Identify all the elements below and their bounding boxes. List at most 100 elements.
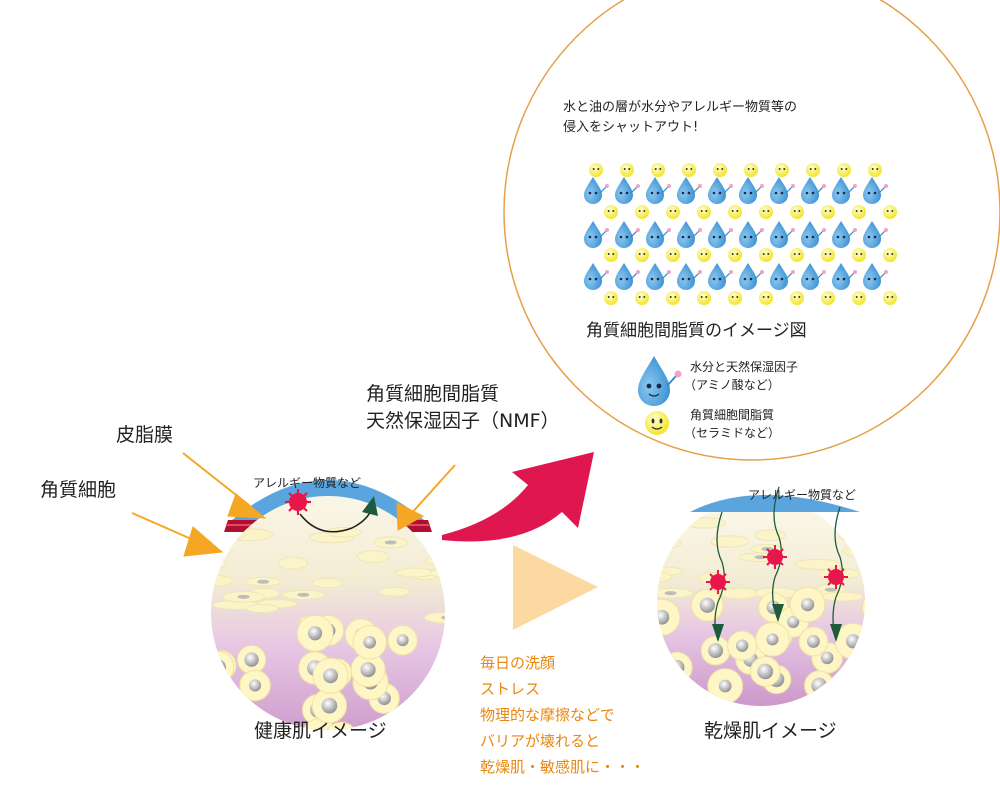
cause-line-4: バリアが壊れると [480,732,601,750]
water-drop-icon [677,263,702,290]
smiley-ceramide-icon [728,248,742,262]
water-drop-icon [584,221,609,248]
smiley-ceramide-icon [883,205,897,219]
legend-lipid-line2: （セラミドなど） [684,426,781,440]
water-drop-icon [646,263,671,290]
legend-lipid-line1: 角質細胞間脂質 [690,408,775,422]
smiley-ceramide-icon [790,205,804,219]
water-drop-icon [615,177,640,204]
water-drop-icon [677,221,702,248]
smiley-ceramide-icon [852,248,866,262]
water-drop-icon [615,263,640,290]
smiley-ceramide-icon [775,163,789,177]
water-drop-icon [646,177,671,204]
smiley-ceramide-icon [666,291,680,305]
cause-line-5: 乾燥肌・敏感肌に・・・ [480,758,646,776]
smiley-ceramide-icon [589,163,603,177]
smiley-ceramide-icon [883,248,897,262]
legend-water-line2: （アミノ酸など） [684,378,780,392]
allergen-particle [824,565,848,589]
smiley-ceramide-icon [790,291,804,305]
allergen-particle [763,545,787,569]
cause-text: 毎日の洗顔 ストレス 物理的な摩擦などで バリアが壊れると 乾燥肌・敏感肌に・・… [480,650,645,780]
water-drop-icon [832,221,857,248]
water-drop-icon [770,177,795,204]
smiley-ceramide-icon [635,205,649,219]
healthy-allergen-label: アレルギー物質など [253,476,362,490]
allergen-particle [706,570,730,594]
healthy-skin-illustration [211,480,445,730]
water-drop-icon [708,263,733,290]
smiley-ceramide-icon [604,291,618,305]
cause-line-2: ストレス [480,680,541,698]
smiley-ceramide-icon [759,205,773,219]
smiley-ceramide-icon [697,205,711,219]
water-drop-icon [677,177,702,204]
red-arrow [442,452,594,542]
water-drop-icon [739,263,764,290]
water-drop-icon [863,177,888,204]
smiley-ceramide-icon [883,291,897,305]
smiley-ceramide-icon [837,163,851,177]
smiley-ceramide-icon [868,163,882,177]
smiley-ceramide-icon [728,291,742,305]
smiley-ceramide-icon [790,248,804,262]
water-drop-icon [584,177,609,204]
smiley-ceramide-icon [821,291,835,305]
smiley-ceramide-icon [697,291,711,305]
smiley-ceramide-icon [713,163,727,177]
smiley-ceramide-icon [744,163,758,177]
water-drop-icon [708,177,733,204]
smiley-ceramide-icon [697,248,711,262]
water-drop-icon [770,221,795,248]
smiley-ceramide-icon [620,163,634,177]
water-drop-icon [863,221,888,248]
water-drop-icon [832,263,857,290]
dry-allergen-label: アレルギー物質など [748,488,857,502]
legend-water-line1: 水分と天然保湿因子 [690,360,799,374]
water-drop-icon [708,221,733,248]
lipid-layer-illustration [584,163,897,305]
water-drop-icon [646,221,671,248]
allergen-particle [285,489,311,515]
smiley-ceramide-icon [821,205,835,219]
water-drop-icon [801,177,826,204]
smiley-ceramide-icon [852,291,866,305]
smiley-ceramide-icon [645,411,669,435]
smiley-ceramide-icon [651,163,665,177]
smiley-ceramide-icon [682,163,696,177]
cause-line-1: 毎日の洗顔 [480,654,556,672]
water-drop-icon [638,356,682,406]
smiley-ceramide-icon [759,248,773,262]
water-drop-icon [863,263,888,290]
callout-text-line2: 侵入をシャットアウト! [563,120,699,135]
smiley-ceramide-icon [604,248,618,262]
smiley-ceramide-icon [806,163,820,177]
water-drop-icon [739,221,764,248]
water-drop-icon [615,221,640,248]
water-drop-icon [584,263,609,290]
dry-skin-illustration [657,486,865,706]
smiley-ceramide-icon [635,291,649,305]
cause-line-3: 物理的な摩擦などで [480,706,615,724]
label-hishimaku: 皮脂膜 [116,424,174,446]
smiley-ceramide-icon [852,205,866,219]
smiley-ceramide-icon [604,205,618,219]
water-drop-icon [832,177,857,204]
label-lipid-line2: 天然保湿因子（NMF） [366,410,560,432]
smiley-ceramide-icon [728,205,742,219]
smiley-ceramide-icon [821,248,835,262]
label-lipid-line1: 角質細胞間脂質 [366,383,500,405]
smiley-ceramide-icon [666,205,680,219]
callout-text-line1: 水と油の層が水分やアレルギー物質等の [563,100,798,115]
water-drop-icon [801,221,826,248]
water-drop-icon [770,263,795,290]
water-drop-icon [739,177,764,204]
smiley-ceramide-icon [635,248,649,262]
smiley-ceramide-icon [666,248,680,262]
smiley-ceramide-icon [759,291,773,305]
orange-pointer-arrows [131,452,456,557]
water-drop-icon [801,263,826,290]
dry-caption: 乾燥肌イメージ [704,720,837,742]
